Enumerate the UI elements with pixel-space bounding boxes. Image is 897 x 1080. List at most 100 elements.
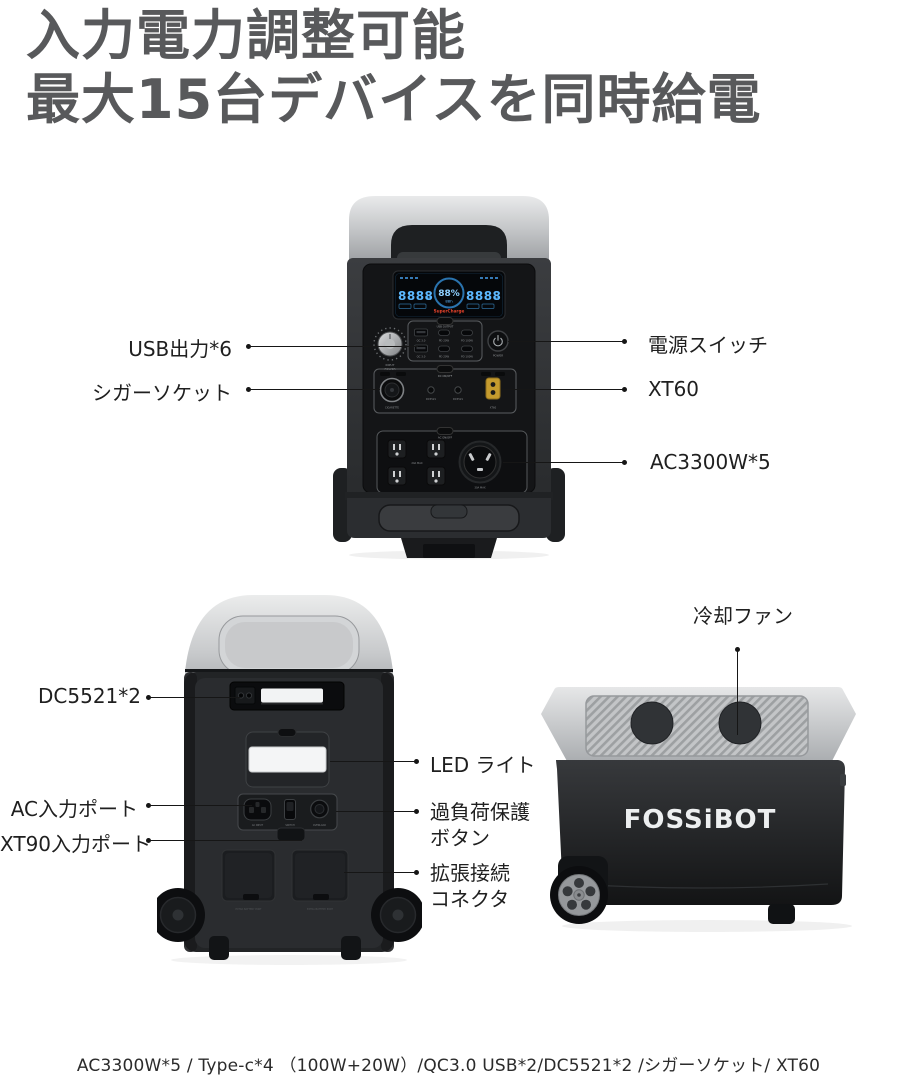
usb-port-label: PD 20W xyxy=(439,355,450,359)
leader-dot xyxy=(414,759,419,764)
leader-dot xyxy=(146,803,151,808)
annotation-expansion-line-2: コネクタ xyxy=(430,887,510,911)
leader-line xyxy=(503,462,623,463)
leader-dot xyxy=(735,647,740,652)
leader-line xyxy=(502,389,623,390)
dc-header-label: DC ON/OFF xyxy=(438,374,453,378)
dc-panel: DC ON/OFF CIGARETTE DC5521 DC5521 XT60 xyxy=(373,365,517,414)
annotation-power-switch: 電源スイッチ xyxy=(648,333,768,357)
side-view-illustration: FOSSiBOT xyxy=(541,687,856,932)
expansion-port-flaps: EXTRA BATTERY PORT EXTRA BATTERY PORT xyxy=(221,849,349,911)
annotation-dc5521: DC5521*2 xyxy=(38,684,141,708)
display-battery-percent: 88% xyxy=(438,289,460,299)
side-view-figure: FOSSiBOT xyxy=(532,670,867,940)
ac-outlets: 20A MAX xyxy=(387,439,446,486)
outlet-30a-label: 30A MAX xyxy=(474,486,486,490)
leader-dot xyxy=(246,387,251,392)
leader-line xyxy=(250,389,380,390)
annotation-overload-line-2: ボタン xyxy=(430,826,490,850)
display-time-remaining: 88h xyxy=(445,299,453,304)
annotation-xt90-input-port: XT90入力ポート xyxy=(0,832,152,856)
usb-panel: USB OUTPUT QC 3.0 PD 20W PD 100W QC 3.0 … xyxy=(407,317,483,362)
title-line-1: 入力電力調整可能 xyxy=(26,4,466,67)
annotation-expansion-line-1: 拡張接続 xyxy=(430,861,510,885)
rear-wheels xyxy=(157,888,422,960)
switch-label: SWITCH xyxy=(285,824,295,827)
title-line-2: 最大15台デバイスを同時給電 xyxy=(26,68,762,131)
display-output-unit: W xyxy=(495,296,500,302)
usb-port-label: PD 100W xyxy=(461,355,473,359)
leader-dot xyxy=(146,695,151,700)
annotation-usb-output: USB出力*6 xyxy=(128,337,232,361)
annotation-led-light: LED ライト xyxy=(430,753,536,777)
display-input-watts: 8888 xyxy=(398,289,433,303)
annotation-overload-protection: 過負荷保護 ボタン xyxy=(430,799,530,851)
power-button-label: POWER xyxy=(493,354,503,358)
front-handle xyxy=(349,196,549,266)
display-output-watts: 8888 xyxy=(466,289,501,303)
annotation-overload-line-1: 過負荷保護 xyxy=(430,800,530,824)
xt60-label: XT60 xyxy=(490,406,497,410)
leader-dot xyxy=(622,460,627,465)
annotation-cigarette-socket: シガーソケット xyxy=(92,381,232,405)
usb-port-label: QC 3.0 xyxy=(417,339,426,343)
led-light-panel xyxy=(245,728,330,788)
leader-line xyxy=(250,346,418,347)
leader-dot xyxy=(414,809,419,814)
brand-logo: FOSSiBOT xyxy=(624,805,777,835)
leader-line xyxy=(344,872,417,873)
battery-port-label: EXTRA BATTERY PORT xyxy=(235,908,262,911)
annotation-expansion-connector: 拡張接続 コネクタ xyxy=(430,860,510,912)
ac-input-inlet: AC INPUT xyxy=(243,798,272,827)
dc5521-recess xyxy=(229,681,345,711)
xt90-input-flap xyxy=(276,827,306,842)
annotation-ac-3300w: AC3300W*5 xyxy=(650,450,771,474)
leader-line xyxy=(330,761,417,762)
battery-port-label: EXTRA BATTERY PORT xyxy=(307,908,334,911)
leader-line xyxy=(150,805,252,806)
ac-header-label: AC ON/OFF xyxy=(438,436,453,440)
annotation-xt60: XT60 xyxy=(648,377,700,401)
knob-label-1: INPUT xyxy=(386,363,395,367)
cooling-fan xyxy=(631,702,673,744)
leader-dot xyxy=(622,387,627,392)
leader-line-vertical xyxy=(737,651,738,735)
leader-line xyxy=(336,811,417,812)
display-input-unit: W xyxy=(427,296,432,302)
front-view-illustration: 8888 W 88% 88h SuperCharge 8888 W INPUT xyxy=(333,196,565,560)
leader-dot xyxy=(414,870,419,875)
side-foot xyxy=(768,904,795,924)
leader-line xyxy=(150,840,302,841)
dc5521-label: DC5521 xyxy=(426,397,436,401)
xt60-connector xyxy=(485,377,501,400)
lcd-display: 8888 W 88% 88h SuperCharge 8888 W xyxy=(392,270,506,320)
annotation-ac-input-port: AC入力ポート xyxy=(10,797,138,821)
usb-header-label: USB OUTPUT xyxy=(437,325,454,329)
usb-port-label: QC 3.0 xyxy=(417,355,426,359)
input-panel: AC INPUT SWITCH OVERLOAD xyxy=(237,793,338,831)
overload-breaker-button: OVERLOAD xyxy=(310,799,329,827)
page-title: 入力電力調整可能 最大15台デバイスを同時給電 xyxy=(26,4,762,132)
dc5521-label: DC5521 xyxy=(453,397,463,401)
cigarette-label: CIGARETTE xyxy=(385,406,399,410)
leader-line xyxy=(508,341,623,342)
side-wheel xyxy=(550,856,608,924)
ac-outlet-30a: 30A MAX xyxy=(458,440,502,490)
leader-line xyxy=(150,697,240,698)
front-base xyxy=(345,492,553,558)
outlet-20a-label: 20A MAX xyxy=(411,461,423,465)
cooling-fan xyxy=(719,702,761,744)
rear-view-figure: AC INPUT SWITCH OVERLOAD xyxy=(157,582,422,967)
ac-input-label: AC INPUT xyxy=(252,824,264,827)
display-supercharge-banner: SuperCharge xyxy=(434,309,465,314)
breaker-label: OVERLOAD xyxy=(313,824,326,827)
power-icon xyxy=(493,335,503,347)
usb-port-label: PD 100W xyxy=(461,339,473,343)
input-switch: SWITCH xyxy=(284,799,296,827)
annotation-cooling-fan: 冷却ファン xyxy=(693,604,793,628)
front-view-figure: 8888 W 88% 88h SuperCharge 8888 W INPUT xyxy=(333,188,565,560)
cooling-fan-grille xyxy=(585,695,809,757)
leader-dot xyxy=(146,838,151,843)
leader-dot xyxy=(246,344,251,349)
